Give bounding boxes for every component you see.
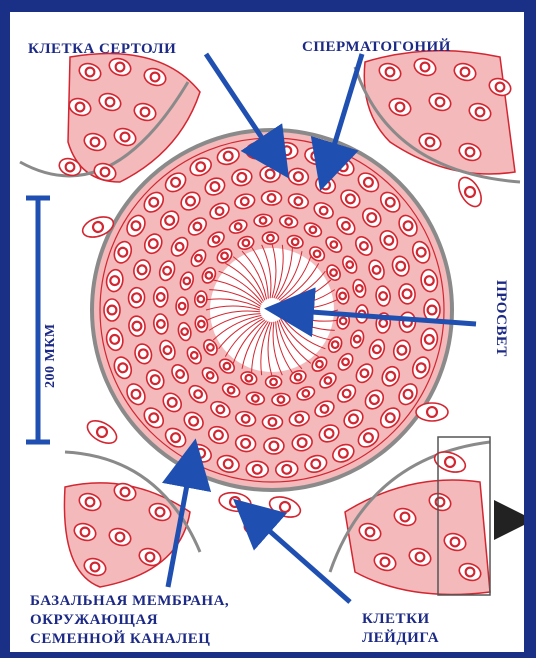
cell bbox=[262, 191, 282, 205]
label-scale: 200 МКМ bbox=[42, 323, 60, 388]
label-lumen: ПРОСВЕТ bbox=[492, 280, 510, 357]
cell bbox=[176, 297, 189, 316]
label-spermatogonium: СПЕРМАТОГОНИЙ bbox=[302, 38, 451, 56]
label-leydig-line-2: ЛЕЙДИГА bbox=[362, 629, 439, 648]
cell bbox=[262, 232, 278, 244]
cell bbox=[262, 415, 282, 429]
label-sertoli-cell: КЛЕТКА СЕРТОЛИ bbox=[28, 40, 176, 58]
label-leydig-cells: КЛЕТКИ ЛЕЙДИГА bbox=[362, 610, 439, 648]
cell bbox=[84, 416, 121, 448]
label-basal-line-1: БАЗАЛЬНАЯ МЕМБРАНА, bbox=[30, 592, 229, 611]
scale-bar bbox=[26, 198, 50, 442]
label-basal-membrane: БАЗАЛЬНАЯ МЕМБРАНА, ОКРУЖАЮЩАЯ СЕМЕННОЙ … bbox=[30, 592, 229, 649]
cell bbox=[260, 166, 280, 182]
label-leydig-line-1: КЛЕТКИ bbox=[362, 610, 439, 629]
cell bbox=[104, 299, 120, 321]
label-basal-line-3: СЕМЕННОЙ КАНАЛЕЦ bbox=[30, 630, 229, 649]
cell bbox=[264, 438, 284, 454]
cell bbox=[416, 403, 448, 421]
label-basal-line-2: ОКРУЖАЮЩАЯ bbox=[30, 611, 229, 630]
cell bbox=[424, 299, 440, 321]
cell bbox=[454, 174, 486, 211]
seminiferous-tubule-diagram bbox=[10, 12, 524, 652]
cell bbox=[218, 490, 253, 513]
cell bbox=[265, 376, 281, 388]
diagram-panel: КЛЕТКА СЕРТОЛИ СПЕРМАТОГОНИЙ ПРОСВЕТ 200… bbox=[10, 12, 524, 652]
